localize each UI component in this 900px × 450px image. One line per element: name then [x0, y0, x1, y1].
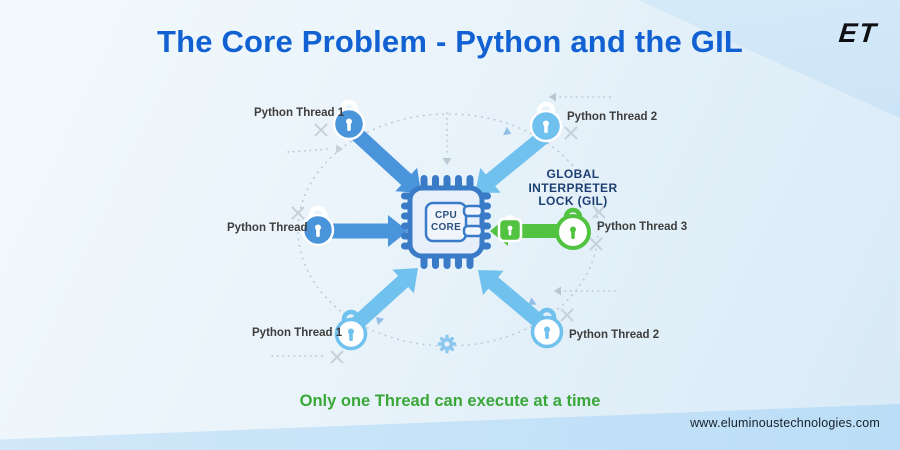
arrow-top-left	[343, 121, 421, 193]
lock-shackle	[536, 101, 556, 123]
lock-icon-left	[301, 205, 335, 247]
direction-arrowhead	[376, 317, 385, 326]
gear-icon	[437, 334, 457, 354]
thread-label-top-right: Python Thread 2	[567, 111, 658, 123]
lock-shackle	[537, 307, 557, 329]
caption-text: Only one Thread can execute at a time	[299, 392, 601, 410]
page-title: The Core Problem - Python and the GIL	[156, 24, 744, 59]
lock-icon-top-left	[332, 99, 366, 141]
thread-label-bottom-right: Python Thread 2	[569, 329, 660, 341]
x-mark-icon	[330, 350, 344, 364]
lock-shackle	[341, 309, 361, 331]
x-mark-icon	[589, 237, 603, 251]
direction-arrowhead	[442, 158, 452, 165]
chip-socket-tab	[462, 204, 484, 218]
dashed-line	[287, 148, 331, 153]
company-logo: ET	[837, 18, 880, 48]
x-mark-icon	[592, 205, 606, 219]
direction-arrowhead	[549, 92, 556, 102]
lock-icon-top-right	[529, 101, 563, 143]
arrow-left	[326, 215, 408, 247]
chip-socket-tab	[462, 224, 484, 238]
lock-icon-bottom-right	[530, 307, 564, 349]
arrow-bottom-left	[349, 268, 418, 332]
thread-label-top-left: Python Thread 1	[254, 107, 345, 119]
arrow-bottom-right	[478, 270, 547, 330]
gil-lock-badge-icon	[497, 215, 523, 243]
chip-core	[424, 201, 468, 243]
dotted-circle	[297, 113, 599, 347]
direction-arrowhead	[336, 144, 343, 154]
x-mark-icon	[560, 308, 574, 322]
direction-arrowhead	[528, 297, 537, 306]
x-mark-icon	[314, 123, 328, 137]
arrow-gil-green	[490, 216, 570, 246]
lock-shackle	[308, 205, 328, 227]
direction-arrowhead	[503, 126, 512, 136]
direction-arrowhead	[554, 286, 561, 296]
thread-label-right: Python Thread 3	[597, 221, 688, 233]
website-url: www.eluminoustechnologies.com	[690, 416, 880, 430]
thread-label-bottom-left: Python Thread 1	[252, 327, 343, 339]
thread-label-left: Python Thread	[227, 222, 308, 234]
gil-label: GLOBAL INTERPRETER LOCK (GIL)	[528, 167, 618, 208]
x-mark-icon	[291, 206, 305, 220]
cpu-core-label: CPU CORE	[430, 210, 462, 233]
lock-shackle	[339, 99, 359, 121]
lock-icon-gil	[555, 207, 591, 250]
arrow-top-right	[475, 128, 552, 193]
x-mark-icon	[564, 126, 578, 140]
cpu-chip-icon	[401, 175, 491, 269]
lock-icon-bottom-left	[334, 309, 368, 351]
